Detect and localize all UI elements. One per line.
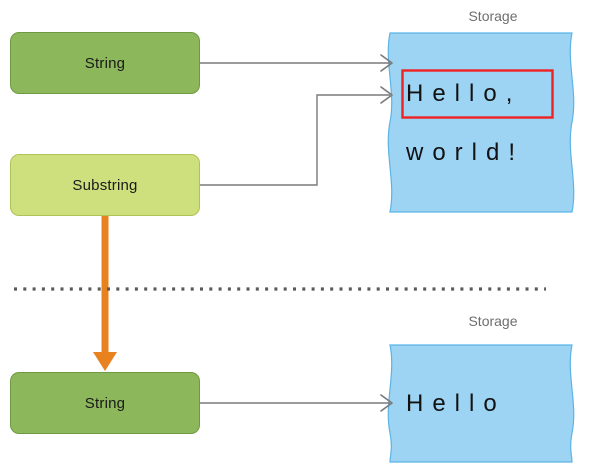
node-substring[interactable]: Substring	[10, 154, 200, 216]
storage-label-top: Storage	[468, 8, 518, 24]
node-string-bottom[interactable]: String	[10, 372, 200, 434]
node-string-bottom-label: String	[84, 394, 126, 412]
node-substring-label: Substring	[72, 176, 138, 194]
substring-highlight-rect	[401, 69, 554, 119]
connector-string-to-storage-bottom	[200, 394, 393, 412]
connector-substring-to-storage-top	[200, 86, 393, 186]
storage-shape-bottom	[387, 344, 575, 463]
node-string-top[interactable]: String	[10, 32, 200, 94]
storage-text-top-line-1: Hello,	[406, 80, 522, 107]
node-string-top-label: String	[84, 54, 126, 72]
storage-text-top-line-2: world!	[406, 139, 525, 166]
storage-shape-top	[387, 32, 575, 213]
connector-string-to-storage-top	[200, 54, 393, 72]
storage-label-bottom: Storage	[468, 313, 518, 329]
storage-text-bottom-line-1: Hello	[406, 390, 506, 417]
connector-substring-to-string-copy[interactable]	[93, 215, 117, 371]
